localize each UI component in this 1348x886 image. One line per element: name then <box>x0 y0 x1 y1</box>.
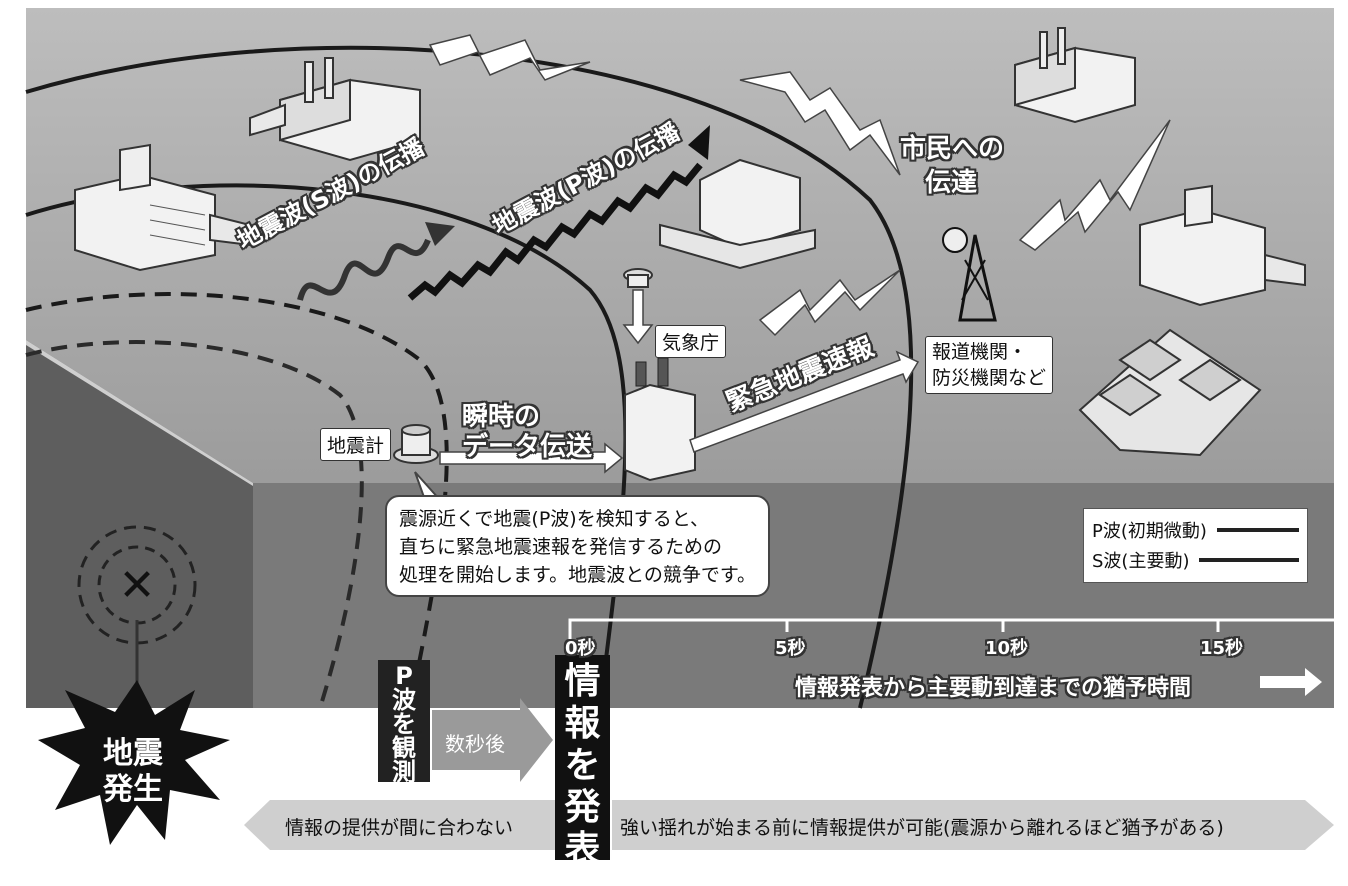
ground-section <box>26 340 253 708</box>
callout-box: 震源近くで地震(P波)を検知すると、 直ちに緊急地震速報を発信するための 処理を… <box>385 495 770 597</box>
antenna-tower-icon <box>942 227 997 322</box>
citizens-label-2: 伝達 <box>925 168 978 198</box>
announce-box <box>555 655 610 860</box>
earthquake-label-1: 地震 <box>103 736 163 771</box>
instant-data-label-2: データ伝送 <box>462 432 593 462</box>
factory-icon <box>249 57 421 162</box>
dashed-wave-2 <box>25 340 364 709</box>
p-wave-observed-char: 観 <box>392 734 416 762</box>
factory-icon <box>1014 27 1136 124</box>
legend-s-wave: S波(主要動) <box>1092 545 1299 575</box>
office-building-icon <box>74 143 251 272</box>
down-arrow-icon <box>622 289 654 345</box>
media-label: 報道機関・ 防災機関など <box>925 336 1054 394</box>
legend: P波(初期微動) S波(主要動) <box>1083 508 1308 583</box>
p-wave-observed-char: P <box>395 662 413 690</box>
media-label-line1: 報道機関・ <box>932 341 1028 363</box>
p-wave-zigzag <box>407 162 703 301</box>
tick-label: 5秒 <box>775 638 806 659</box>
ground-edge <box>26 340 253 486</box>
lightning-icon <box>428 34 1171 337</box>
announce-char: 発 <box>564 787 601 828</box>
announce-char: 表 <box>564 829 601 870</box>
announce-char: 報 <box>564 703 601 744</box>
s-wave-squiggle <box>297 238 431 301</box>
callout-line: 直ちに緊急地震速報を発信するための <box>399 536 723 558</box>
legend-s-wave-line <box>1199 558 1299 562</box>
eew-arrow <box>689 350 920 453</box>
epicenter-icon: ✕ <box>77 525 197 700</box>
citizens-label-1: 市民への <box>900 134 1005 164</box>
p-wave-observed-label: P 波 を 観 測 <box>378 664 430 784</box>
legend-p-wave: P波(初期微動) <box>1092 515 1299 545</box>
instant-data-label-1: 瞬時の <box>462 402 541 432</box>
too-late-arrow <box>244 800 555 850</box>
possible-arrow <box>612 800 1334 850</box>
p-wave-observed-char: 測 <box>392 758 416 786</box>
earthquake-label-2: 発生 <box>103 772 163 807</box>
tick-label: 15秒 <box>1200 638 1244 659</box>
tick-label: 10秒 <box>985 638 1029 659</box>
seismometer-icon <box>623 268 653 288</box>
legend-p-wave-label: P波(初期微動) <box>1092 521 1207 542</box>
p-wave-front <box>25 45 914 709</box>
p-wave-observed-box <box>378 660 430 782</box>
svg-text:✕: ✕ <box>119 560 156 611</box>
callout-line: 震源近くで地震(P波)を検知すると、 <box>399 508 709 530</box>
seismometer-icon <box>393 424 439 464</box>
few-seconds-arrow <box>432 698 553 782</box>
office-building-icon <box>659 158 816 270</box>
earthquake-burst <box>38 680 230 845</box>
grace-time-label: 情報発表から主要動到達までの猶予時間 <box>795 676 1192 701</box>
office-building-icon <box>1139 184 1306 307</box>
tick-label: 0秒 <box>565 638 596 659</box>
jma-building-icon <box>624 357 696 482</box>
media-label-line2: 防災機関など <box>932 367 1047 389</box>
announce-char: 情 <box>564 661 601 702</box>
callout-line: 処理を開始します。地震波との競争です。 <box>399 564 757 586</box>
houses-icon <box>1078 328 1262 457</box>
timeline-ticks <box>785 620 1220 632</box>
possible-label: 強い揺れが始まる前に情報提供が可能(震源から離れるほど猶予がある) <box>620 817 1224 839</box>
few-seconds-label: 数秒後 <box>445 732 505 756</box>
legend-p-wave-line <box>1216 528 1299 532</box>
announce-label: 情 報 を 発 表 <box>555 664 610 868</box>
too-late-label: 情報の提供が間に合わない <box>285 817 514 839</box>
jma-label: 気象庁 <box>655 325 727 358</box>
grace-arrow <box>1260 668 1322 696</box>
p-wave-observed-char: 波 <box>392 686 416 714</box>
seismometer-label: 地震計 <box>320 428 392 461</box>
p-wave-observed-char: を <box>392 710 416 738</box>
legend-s-wave-label: S波(主要動) <box>1092 551 1190 572</box>
p-wave-arrowhead <box>688 125 710 160</box>
timeline-line <box>568 618 1334 648</box>
data-transfer-arrow <box>439 442 624 474</box>
announce-char: を <box>564 745 601 786</box>
s-wave-arrowhead <box>425 222 455 246</box>
